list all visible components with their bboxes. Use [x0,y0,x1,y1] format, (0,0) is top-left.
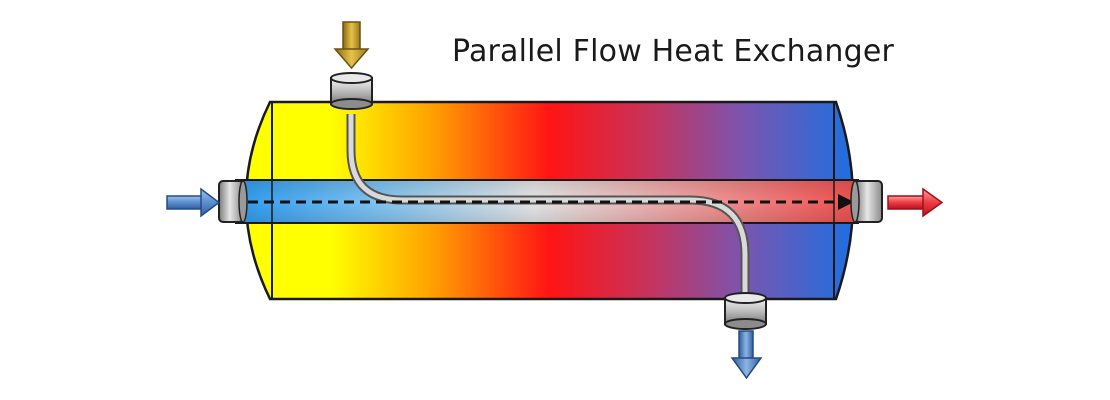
arrow-right-icon [887,187,944,218]
arrow-down-icon [730,330,763,380]
top-inlet-nozzle [330,72,373,110]
bottom-outlet-nozzle [724,292,767,330]
left-inlet-nozzle [218,180,248,223]
arrow-down-icon [333,21,370,70]
shell-side-flow-pipe [346,114,750,300]
right-outlet-nozzle [850,180,883,223]
tube-flow-arrow [248,194,854,210]
diagram-title: Parallel Flow Heat Exchanger [452,34,895,69]
arrow-right-icon [166,187,221,218]
